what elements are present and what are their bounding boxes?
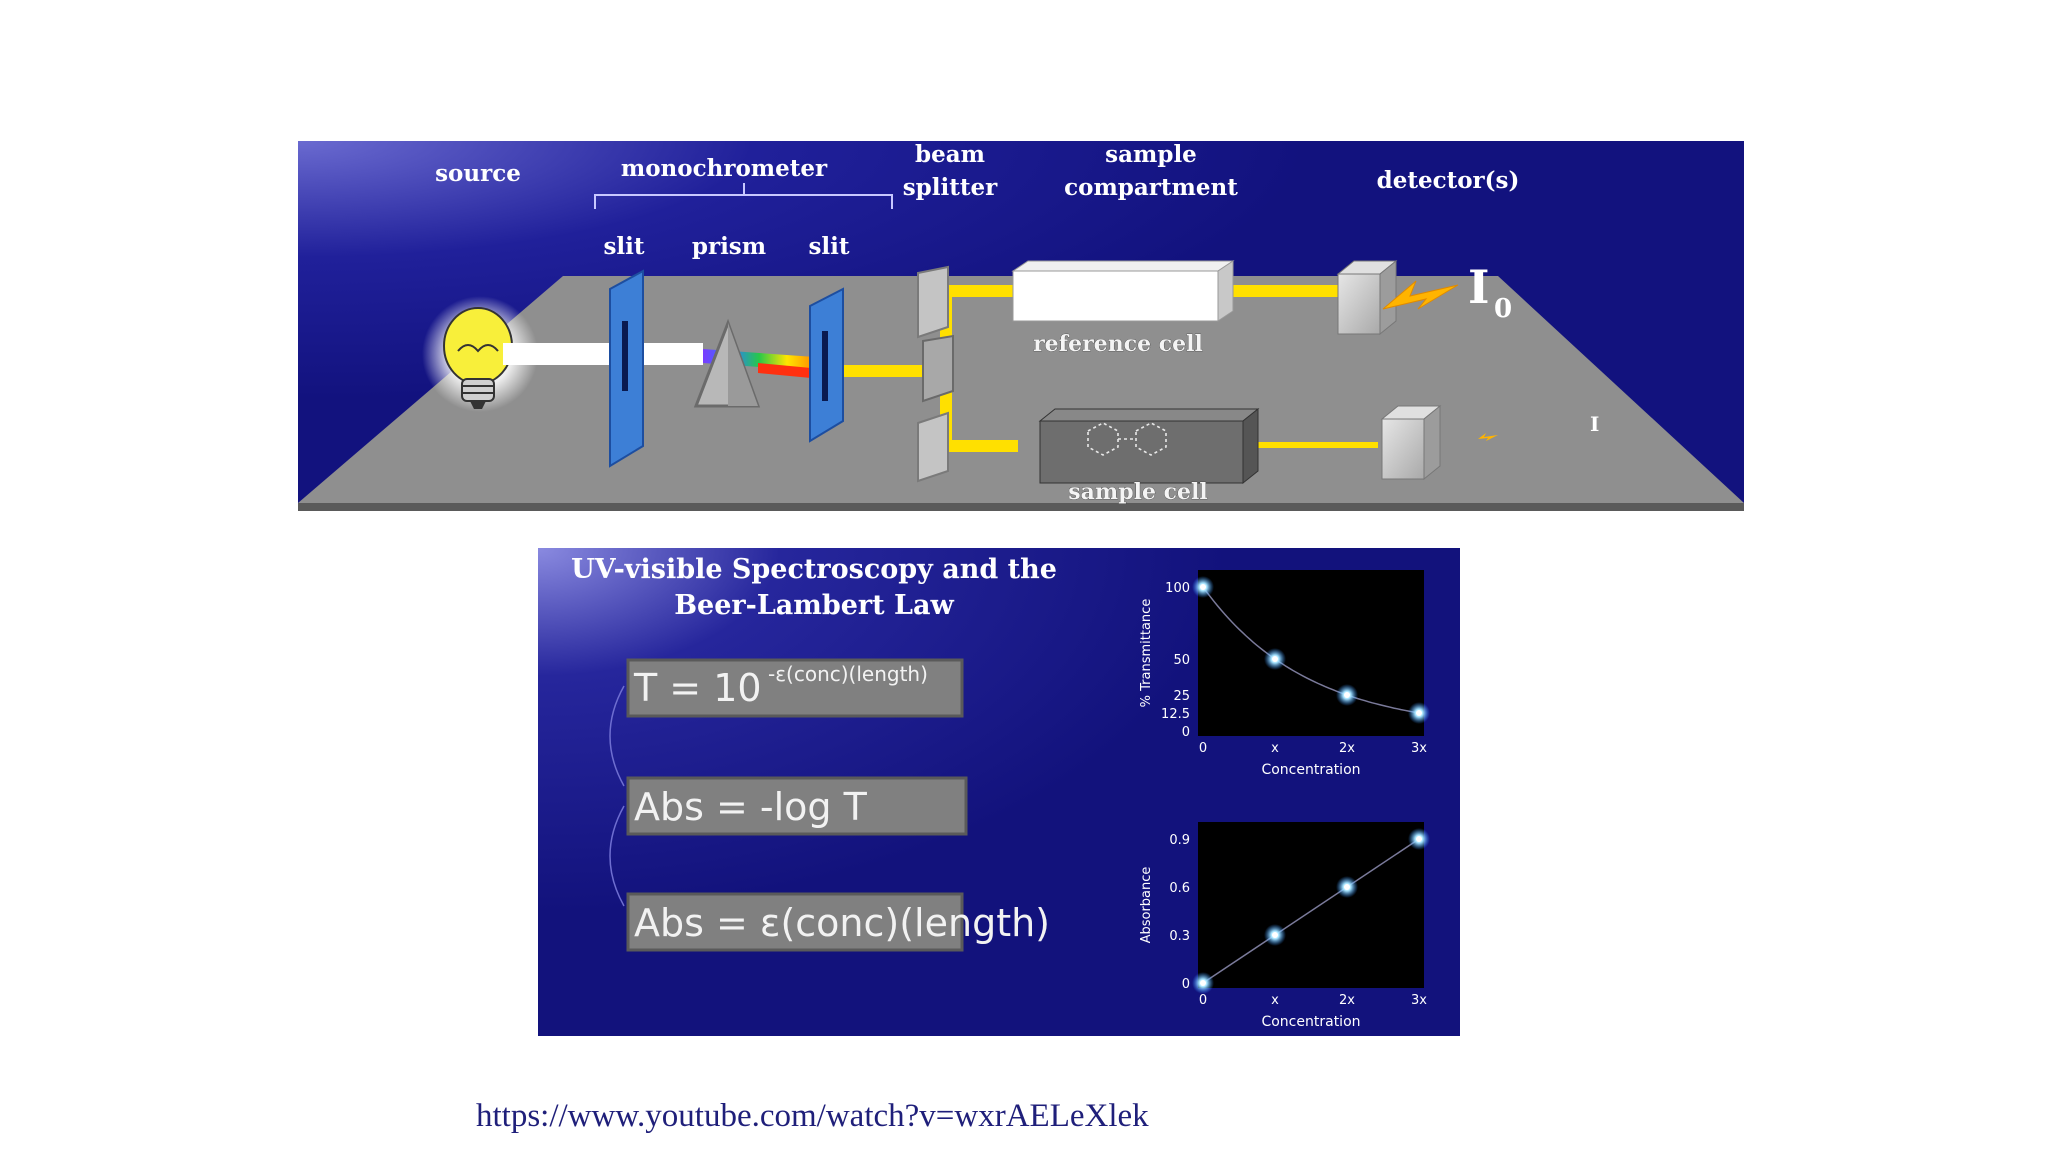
source-video-link[interactable]: https://www.youtube.com/watch?v=wxrAELeX… (476, 1098, 1149, 1134)
y-tick-label: 0 (1182, 977, 1190, 992)
intensity-sample-label: I (1590, 412, 1599, 436)
reference-cell-label: reference cell (1033, 331, 1203, 357)
beam-splitter-label-line1: beam (915, 141, 985, 168)
data-point (1416, 710, 1422, 716)
white-light-beam (503, 343, 703, 365)
y-tick-label: 25 (1173, 689, 1190, 704)
beer-lambert-equation-box: Abs = ε(conc)(length) (626, 892, 1050, 952)
y-tick-label: 12.5 (1161, 707, 1190, 722)
x-tick-label: 2x (1339, 741, 1355, 756)
monochromator-label: monochrometer (621, 155, 828, 182)
data-point (1272, 656, 1278, 662)
lightning-bolt-icon (1382, 280, 1459, 310)
spectrophotometer-diagram: reference cell sample cell I 0 I source … (298, 141, 1744, 511)
x-tick-label: 3x (1411, 993, 1427, 1008)
data-point (1416, 836, 1422, 842)
beer-lambert-panel: UV-visible Spectroscopy and the Beer-Lam… (538, 548, 1460, 1036)
series-line (1202, 838, 1420, 984)
detectors-label: detector(s) (1377, 167, 1520, 194)
x-tick-label: 2x (1339, 993, 1355, 1008)
absorbance-log-equation: Abs = -log T (634, 785, 868, 829)
lightning-bolt-icon (1478, 433, 1498, 441)
law-title-line1: UV-visible Spectroscopy and the (571, 554, 1057, 585)
exit-slit (809, 287, 844, 443)
source-label: source (435, 160, 521, 187)
sample-compartment-label-line1: sample (1105, 141, 1197, 168)
absorbance-log-equation-box: Abs = -log T (626, 776, 968, 836)
intensity-reference-label: I (1468, 260, 1490, 314)
y-tick-label: 100 (1165, 581, 1190, 596)
y-axis-label: Absorbance (1139, 867, 1154, 944)
detector-box-icon (1336, 259, 1398, 336)
x-tick-label: x (1271, 993, 1279, 1008)
x-axis-label: Concentration (1261, 1014, 1360, 1030)
prism-label: prism (692, 233, 766, 260)
yellow-beam (843, 365, 916, 377)
monochromator-bracket (594, 183, 893, 209)
exit-slit-label: slit (808, 233, 849, 260)
x-axis-label: Concentration (1261, 762, 1360, 778)
beam-splitter (917, 265, 954, 483)
transmittance-exponent: -ε(conc)(length) (768, 662, 928, 686)
data-point (1344, 884, 1350, 890)
data-point (1200, 980, 1206, 986)
prism-icon (693, 318, 761, 408)
x-tick-label: 0 (1199, 993, 1207, 1008)
data-point (1344, 692, 1350, 698)
sample-compartment-label-line2: compartment (1064, 174, 1238, 201)
reference-cell (1011, 260, 1235, 322)
series-line (1202, 586, 1420, 714)
benzene-molecule-icon (1087, 422, 1167, 456)
detector-box-icon (1380, 404, 1442, 481)
x-tick-label: 0 (1199, 741, 1207, 756)
transmittance-equation-box: T = 10 -ε(conc)(length) (626, 658, 964, 718)
transmittance-equation: T = 10 (633, 666, 762, 710)
x-tick-label: 3x (1411, 741, 1427, 756)
beer-lambert-equation: Abs = ε(conc)(length) (634, 901, 1050, 945)
y-tick-label: 0.9 (1169, 833, 1190, 848)
y-tick-label: 0.3 (1169, 929, 1190, 944)
y-tick-label: 50 (1173, 653, 1190, 668)
y-tick-label: 0 (1182, 725, 1190, 740)
light-bulb-icon (422, 296, 538, 412)
intensity-reference-subscript: 0 (1494, 294, 1512, 324)
law-title-line2: Beer-Lambert Law (674, 590, 954, 621)
plot-area (1198, 570, 1424, 736)
sample-cell-label: sample cell (1068, 479, 1207, 505)
beam-splitter-label-line2: splitter (903, 174, 998, 201)
data-point (1200, 584, 1206, 590)
x-tick-label: x (1271, 741, 1279, 756)
entry-slit (609, 269, 644, 468)
y-tick-label: 0.6 (1169, 881, 1190, 896)
sample-cell (1038, 407, 1260, 485)
y-axis-label: % Transmittance (1139, 599, 1154, 708)
data-point (1272, 932, 1278, 938)
entry-slit-label: slit (603, 233, 644, 260)
